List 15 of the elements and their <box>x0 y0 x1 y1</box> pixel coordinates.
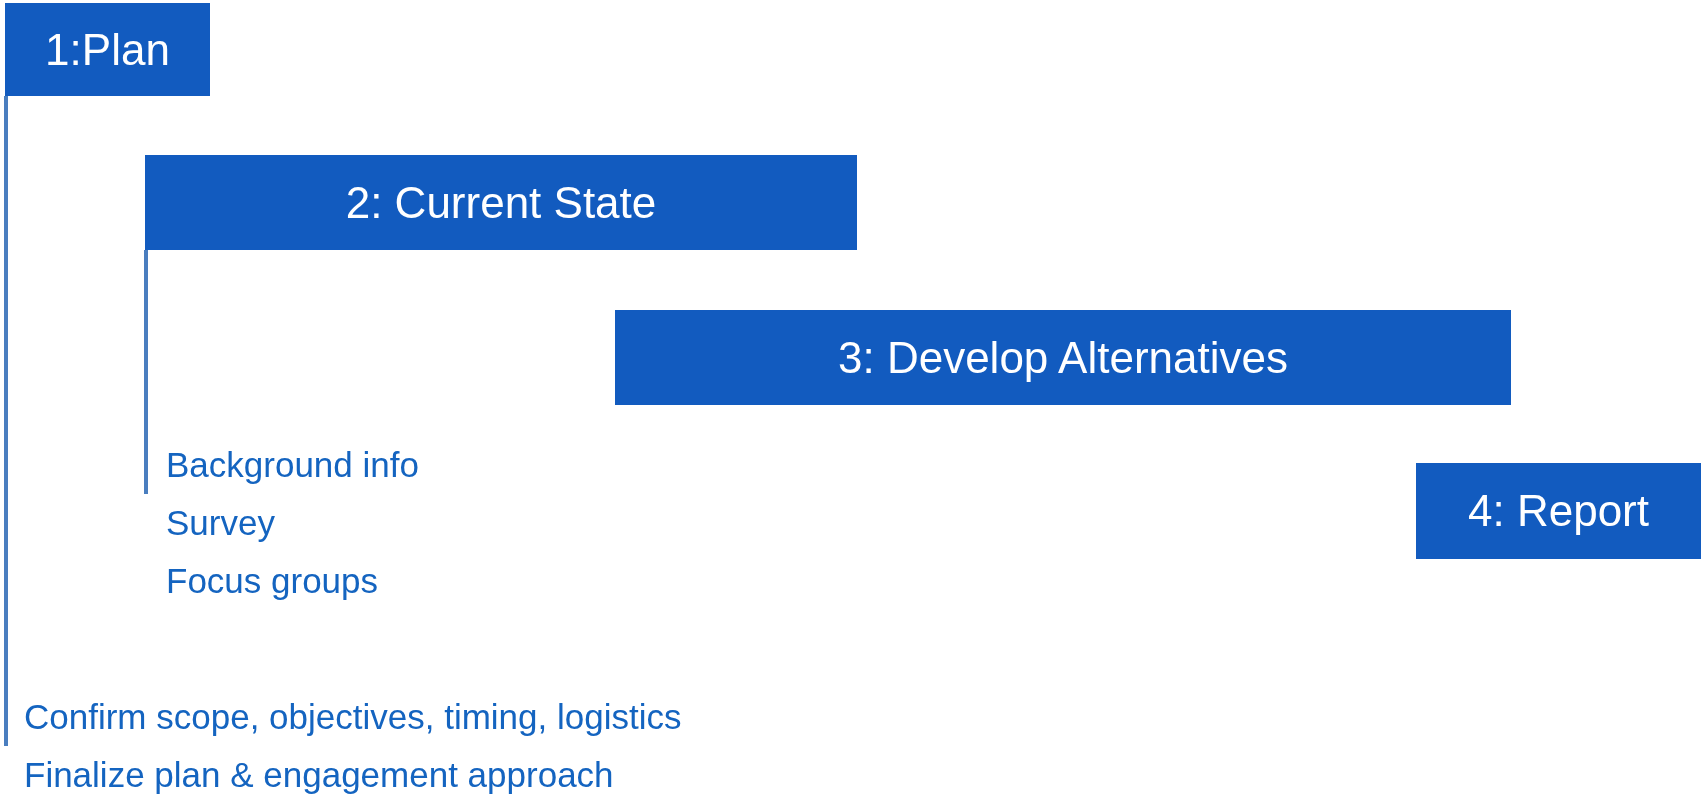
phase-title: 2: Current State <box>345 177 657 228</box>
phase-title: 1:Plan <box>45 24 170 75</box>
phase-box <box>5 3 210 96</box>
task-item: Background info <box>166 444 420 486</box>
phase-title: 3: Develop Alternatives <box>837 332 1288 383</box>
phase-box <box>1416 463 1701 559</box>
connector-line <box>4 96 8 746</box>
phase-box <box>145 155 857 250</box>
connector-line <box>144 250 148 494</box>
phase-box <box>615 310 1511 405</box>
task-item: Finalize plan & engagement approach <box>24 754 615 796</box>
task-item: Confirm scope, objectives, timing, logistics <box>24 696 683 738</box>
phase-title: 4: Report <box>1468 486 1649 536</box>
task-item: Survey <box>166 502 276 544</box>
task-item: Focus groups <box>166 560 380 602</box>
